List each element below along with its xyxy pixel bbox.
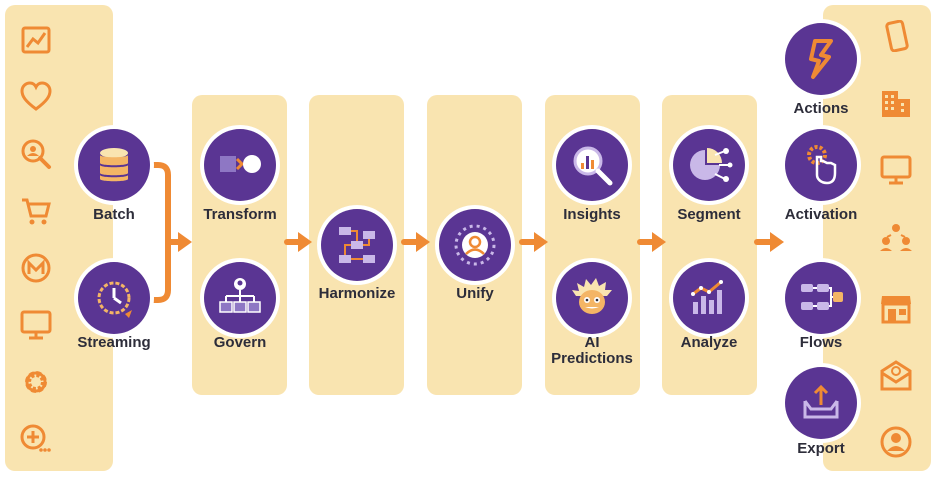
arrow-head-2 — [298, 232, 312, 252]
hierarchy-icon — [219, 278, 261, 313]
unified-profile-icon — [454, 224, 496, 266]
export-label: Export — [797, 440, 845, 457]
clock-icon — [97, 281, 132, 318]
monitor-icon — [18, 307, 54, 343]
heart-icon — [18, 79, 54, 115]
transform-label: Transform — [203, 206, 277, 223]
cart-icon — [18, 193, 54, 229]
monitor-icon — [878, 152, 914, 188]
segment-label: Segment — [677, 206, 741, 223]
govern-node — [204, 262, 276, 334]
harmonize-node — [321, 209, 393, 281]
transform-icon — [220, 155, 261, 173]
ai-predictions-label-line2: Predictions — [551, 350, 633, 367]
flows-label: Flows — [799, 334, 843, 351]
unify-node — [439, 209, 511, 281]
analyze-label: Analyze — [680, 334, 738, 351]
actions-label: Actions — [793, 100, 849, 117]
add-more-icon — [18, 421, 54, 457]
einstein-icon — [572, 278, 612, 314]
arrow-head-3 — [416, 232, 430, 252]
activation-node — [785, 129, 857, 201]
arrow-head-6 — [770, 232, 784, 252]
unify-label: Unify — [456, 285, 494, 302]
search-person-icon — [18, 136, 54, 172]
transform-node — [204, 129, 276, 201]
analyze-node — [673, 262, 745, 334]
storefront-icon — [878, 290, 914, 326]
segment-node — [673, 129, 745, 201]
batch-node — [78, 129, 150, 201]
export-node — [785, 367, 857, 439]
ai-predictions-label: AI Predictions — [532, 335, 652, 367]
harmonize-label: Harmonize — [318, 285, 396, 302]
user-icon — [878, 424, 914, 460]
actions-node — [785, 23, 857, 95]
hand-gear-icon — [807, 145, 837, 185]
pie-segment-icon — [690, 148, 733, 182]
arrow-head-4 — [534, 232, 548, 252]
email-icon — [878, 357, 914, 393]
lightning-icon — [809, 39, 833, 79]
batch-label: Batch — [93, 206, 135, 223]
ai-predictions-label-line1: AI — [584, 334, 600, 351]
streaming-label: Streaming — [77, 334, 151, 351]
insights-label: Insights — [563, 206, 621, 223]
database-icon — [100, 148, 128, 182]
activation-label: Activation — [784, 206, 858, 223]
building-icon — [878, 85, 914, 121]
govern-label: Govern — [213, 334, 267, 351]
source-panel — [5, 5, 113, 471]
chart-icon — [18, 22, 54, 58]
phone-icon — [878, 18, 914, 54]
arrow-head-5 — [652, 232, 666, 252]
ai-predictions-node — [556, 262, 628, 334]
insights-node — [556, 129, 628, 201]
flowchart-icon — [339, 227, 375, 263]
arrow-head-1 — [178, 232, 192, 252]
mulesoft-icon — [18, 250, 54, 286]
people-network-icon — [878, 219, 914, 255]
flows-node — [785, 262, 857, 334]
bar-trend-icon — [691, 280, 723, 314]
flow-nodes-icon — [801, 284, 843, 310]
streaming-node — [78, 262, 150, 334]
gear-icon — [18, 364, 54, 400]
export-box-icon — [803, 384, 839, 419]
magnifier-chart-icon — [573, 146, 613, 186]
